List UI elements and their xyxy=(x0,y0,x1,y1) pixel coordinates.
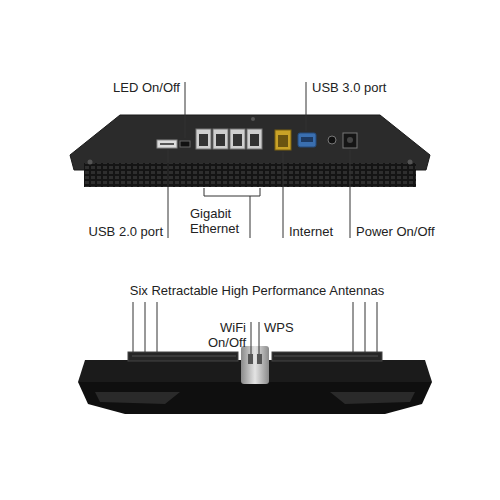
part-label: USB 3.0 port xyxy=(312,80,386,95)
leader-lines xyxy=(168,82,350,238)
part-label: Gigabit Ethernet xyxy=(190,206,239,236)
part-label: Power On/Off xyxy=(356,224,435,239)
leader-lines xyxy=(133,302,377,354)
part-label: LED On/Off xyxy=(113,80,180,95)
part-label: WiFi On/Off xyxy=(208,320,246,350)
part-label: WPS xyxy=(264,320,294,335)
part-label: USB 2.0 port xyxy=(89,224,163,239)
part-label: Internet xyxy=(289,224,333,239)
router-front-view xyxy=(78,346,432,414)
ethernet-ports xyxy=(196,129,262,149)
part-label: Six Retractable High Performance Antenna… xyxy=(130,283,384,298)
router-back-view xyxy=(70,115,430,187)
